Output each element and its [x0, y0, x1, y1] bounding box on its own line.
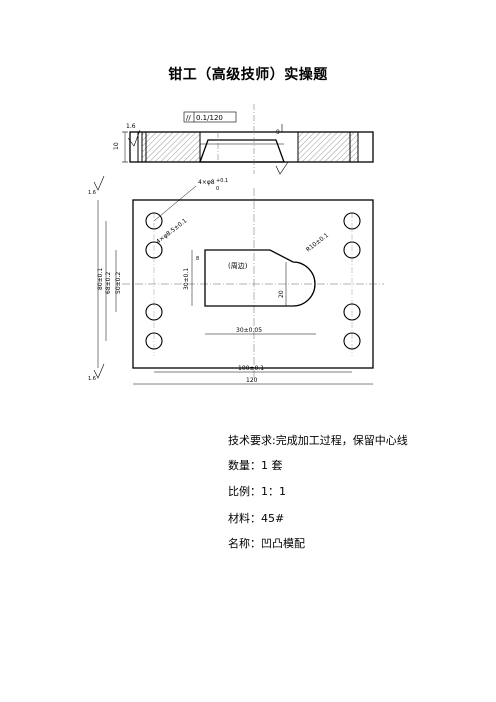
hole-top-right-2 [343, 241, 361, 259]
svg-text:R10±0.1: R10±0.1 [305, 232, 330, 254]
svg-text:1.6: 1.6 [126, 123, 136, 130]
dim-30: 30±0.1 [183, 268, 190, 290]
plan-view [122, 188, 384, 380]
hole-bottom-right-1 [343, 303, 361, 321]
svg-text:+0.1: +0.1 [216, 178, 228, 184]
hole-bottom-left-2 [145, 332, 163, 350]
engineering-drawing: // 0.1/120 1.6 10 9 4×φ8 +0.1 0 4×φ8.5±0… [88, 104, 384, 385]
hole-top-left-1 [145, 212, 163, 230]
hole-top-right-1 [343, 212, 361, 230]
hole-bottom-right-2 [343, 332, 361, 350]
flatness-frame: // 0.1/120 [183, 111, 237, 123]
dim-30w: 30±0.05 [236, 327, 262, 334]
dimensions: 80±0.1 68±0.2 50±0.2 30±0.1 20 30±0.05 1… [97, 200, 373, 385]
material-line: 材料：45# [228, 512, 285, 525]
dim-120: 120 [246, 377, 258, 384]
svg-text:4×φ8.5±0.1: 4×φ8.5±0.1 [155, 217, 189, 245]
hole-callouts: 4×φ8 +0.1 0 4×φ8.5±0.1 R10±0.1 (周边) [153, 178, 330, 270]
dim-50: 50±0.2 [115, 272, 122, 294]
svg-text:9: 9 [276, 129, 280, 136]
scale-line: 比例：1：1 [228, 485, 286, 498]
hole-top-left-2 [145, 241, 163, 259]
document-title: 钳工（高级技师）实操题 [168, 67, 328, 83]
svg-text:0: 0 [216, 186, 219, 192]
roughness-left: 1.6 1.6 8 [88, 175, 199, 382]
svg-text:1.6: 1.6 [88, 376, 96, 382]
side-marker: 9 [275, 124, 289, 175]
dim-100: 100±0.1 [238, 365, 264, 372]
svg-text:8: 8 [196, 256, 199, 262]
hole-bottom-left-1 [145, 303, 163, 321]
svg-text:4×φ8: 4×φ8 [198, 179, 215, 186]
side-view [122, 104, 374, 174]
tech-requirement: 技术要求:完成加工过程，保留中心线 [228, 434, 408, 447]
dim-68: 68±0.2 [105, 272, 112, 294]
parallel-tolerance: 0.1/120 [196, 114, 223, 122]
dim-20: 20 [278, 290, 285, 298]
thickness-label: 10 [113, 142, 120, 150]
dim-80: 80±0.1 [97, 268, 104, 290]
side-note: (周边) [228, 261, 248, 270]
quantity-line: 数量：1 套 [228, 459, 283, 472]
cavity-outline [204, 249, 316, 307]
name-line: 名称：凹凸模配 [228, 537, 305, 550]
parallel-symbol: // [186, 114, 191, 122]
roughness-top: 1.6 10 [113, 123, 141, 150]
svg-text:1.6: 1.6 [88, 190, 96, 196]
